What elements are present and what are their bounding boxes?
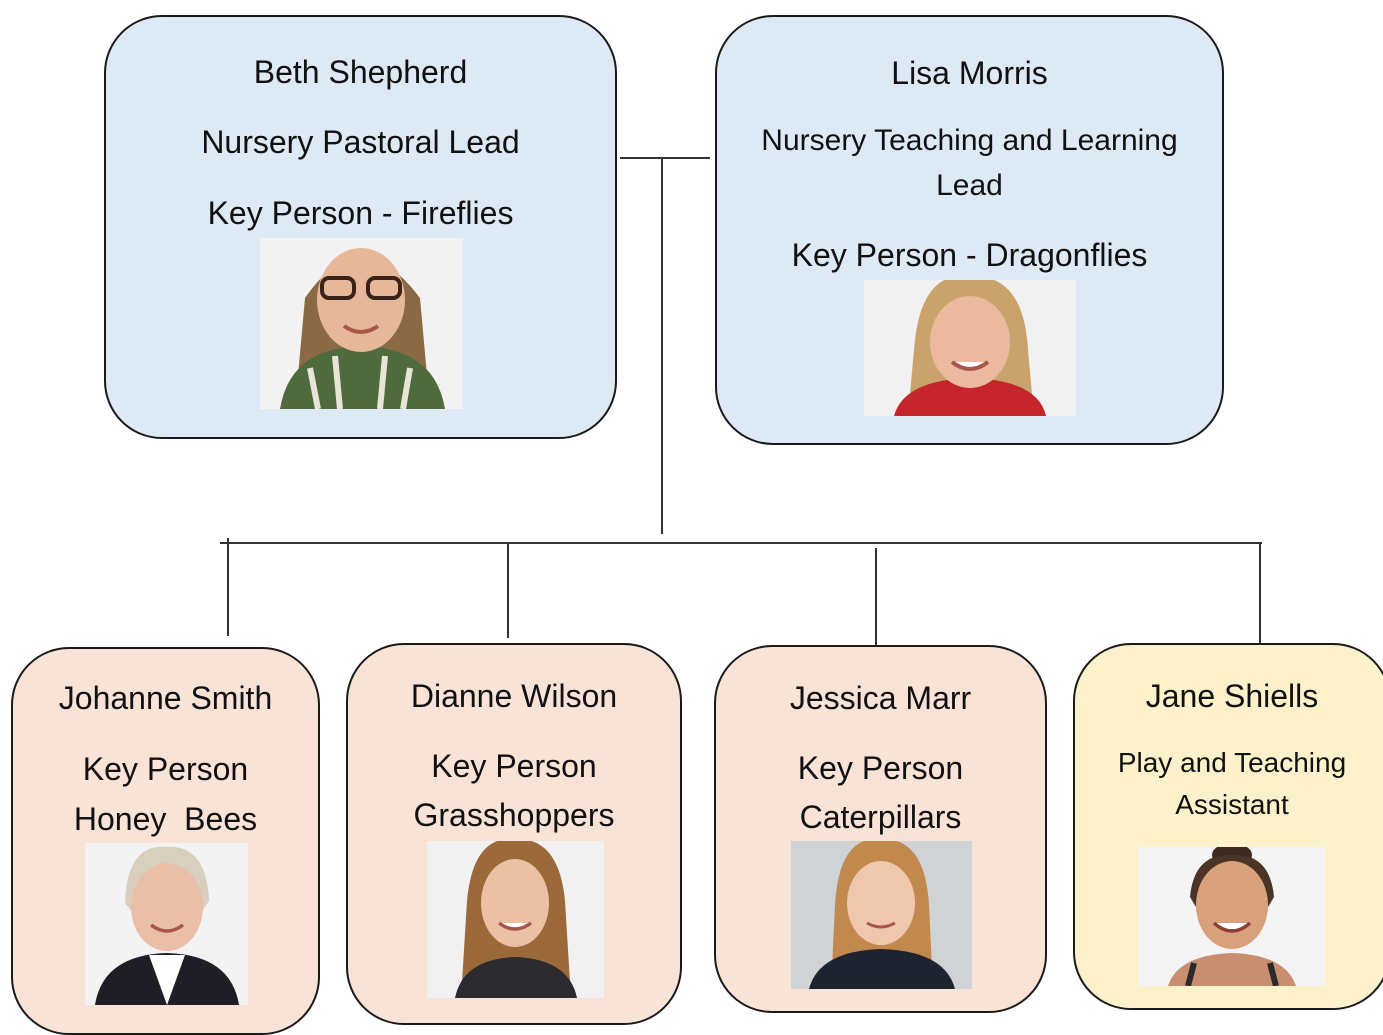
photo-icon [427, 841, 604, 998]
staff-role: Key Person [797, 750, 964, 786]
staff-name: Johanne Smith [58, 680, 273, 716]
staff-group: Honey Bees [73, 801, 258, 837]
lead-card-lisa-morris: Lisa Morris Nursery Teaching and Learnin… [715, 15, 1224, 445]
staff-role-line-2: Lead [936, 169, 1003, 202]
portrait-icon [1138, 847, 1325, 986]
staff-role-line-2: Assistant [1175, 789, 1289, 820]
staff-role-line-1: Play and Teaching [1117, 747, 1347, 778]
staff-group: Key Person - Fireflies [207, 195, 514, 231]
staff-name: Beth Shepherd [253, 54, 468, 90]
staff-card-johanne-smith: Johanne Smith Key Person Honey Bees [11, 647, 320, 1035]
staff-role: Key Person [82, 751, 249, 787]
connector-drop-johanne [227, 538, 229, 636]
staff-name: Dianne Wilson [410, 678, 618, 714]
staff-role-line-1: Nursery Teaching and Learning [761, 124, 1178, 157]
staff-role: Nursery Pastoral Lead [201, 124, 520, 160]
staff-group: Caterpillars [799, 799, 962, 835]
portrait-icon [791, 841, 972, 989]
photo-icon [85, 843, 248, 1005]
staff-group: Key Person - Dragonflies [791, 237, 1148, 273]
portrait-icon [864, 280, 1076, 416]
staff-role: Key Person [431, 748, 597, 784]
portrait-icon [85, 843, 248, 1005]
photo-icon [1138, 847, 1325, 986]
staff-name: Jessica Marr [789, 680, 972, 716]
portrait-icon [427, 841, 604, 998]
lead-card-beth-shepherd: Beth Shepherd Nursery Pastoral Lead Key … [104, 15, 617, 439]
staff-group: Grasshoppers [413, 797, 615, 833]
connector-trunk-vertical [661, 157, 663, 534]
connector-drop-jessica [875, 548, 877, 656]
photo-icon [791, 841, 972, 989]
staff-name: Lisa Morris [891, 55, 1048, 91]
staff-card-jessica-marr: Jessica Marr Key Person Caterpillars [714, 645, 1047, 1013]
photo-icon [864, 280, 1076, 416]
staff-name: Jane Shiells [1145, 678, 1319, 714]
staff-card-jane-shiells: Jane Shiells Play and Teaching Assistant [1073, 643, 1383, 1010]
connector-staff-horizontal [220, 542, 1262, 544]
connector-drop-jane [1259, 542, 1261, 644]
photo-icon [260, 238, 463, 409]
portrait-icon [260, 238, 463, 409]
connector-leads-horizontal [620, 157, 710, 159]
staff-card-dianne-wilson: Dianne Wilson Key Person Grasshoppers [346, 643, 682, 1025]
connector-drop-dianne [507, 542, 509, 638]
